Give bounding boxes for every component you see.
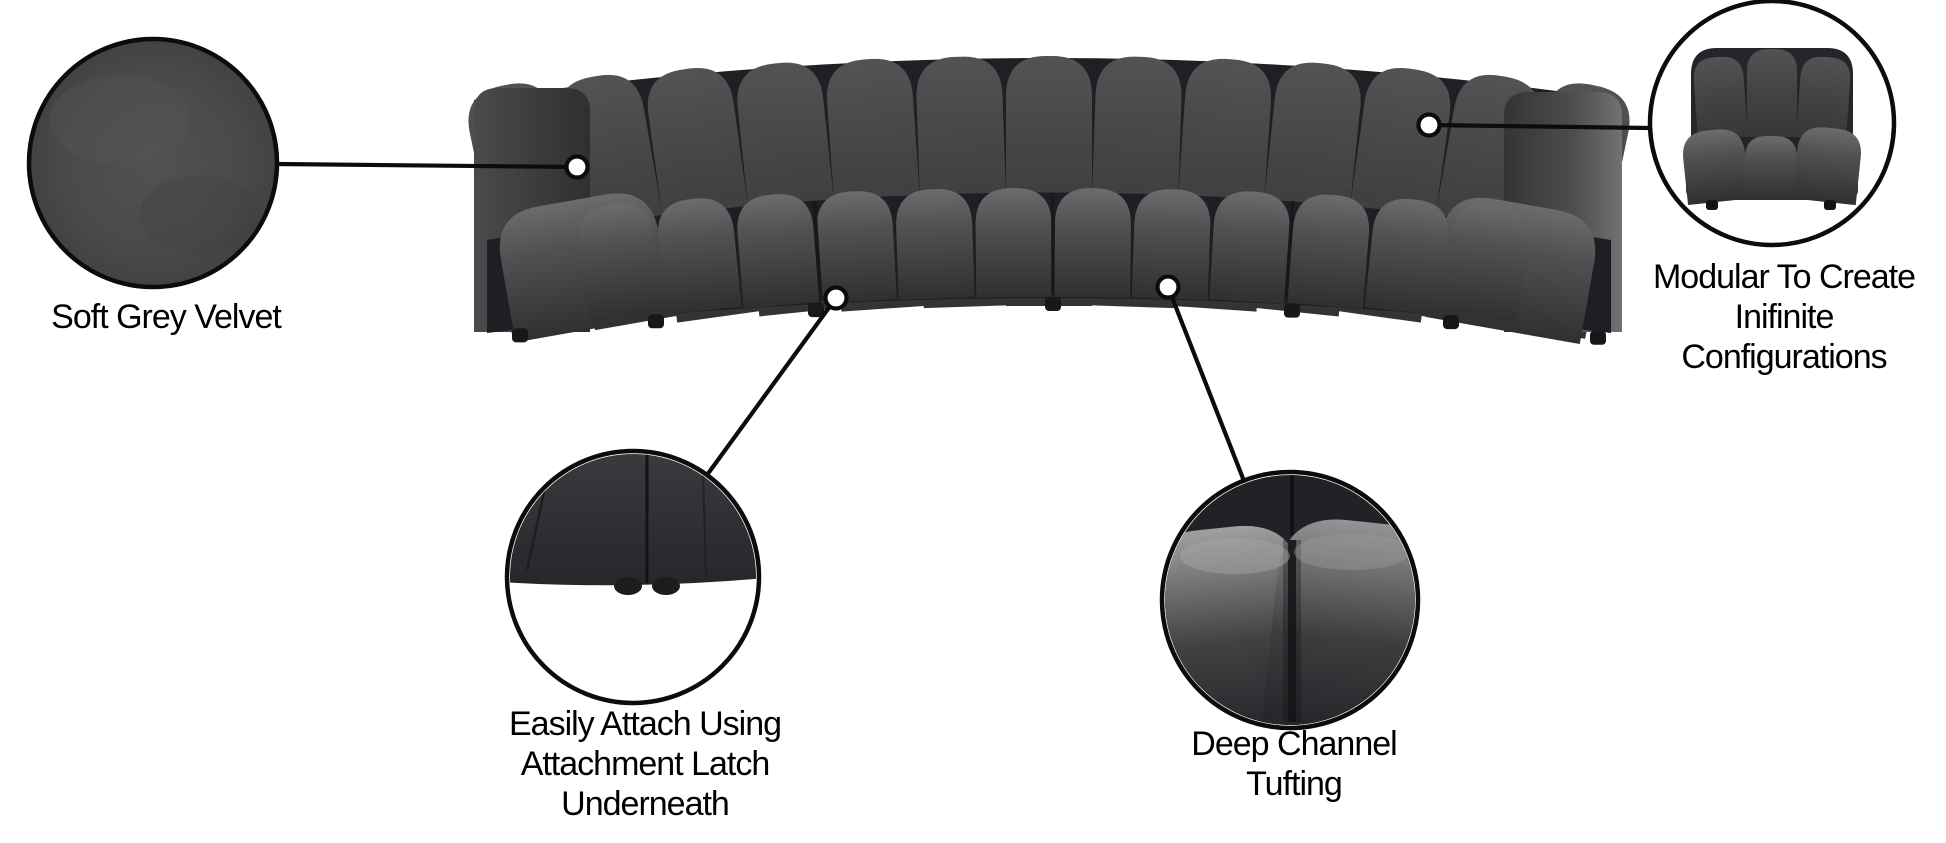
sofa-leg [1045, 297, 1061, 312]
circle-outline [504, 448, 762, 706]
seat-channel [896, 189, 975, 300]
swatch-sheen [50, 75, 190, 165]
callout-circle-latch [504, 448, 762, 706]
swatch-shade [140, 175, 260, 255]
leader-line [1165, 284, 1247, 484]
module-seam [812, 200, 823, 302]
callout-dot [564, 154, 590, 180]
callout-label-tufting: Deep Channel Tufting [1191, 724, 1397, 804]
seat-channel [1053, 188, 1131, 298]
attachment-foot [614, 577, 642, 595]
module-seam [1284, 200, 1295, 302]
cushion-highlight [1294, 534, 1410, 570]
callout-dot [823, 285, 849, 311]
circle-outline [1647, 0, 1897, 248]
velvet-swatch [26, 36, 280, 290]
sofa-leg [1443, 315, 1459, 330]
leader-line [704, 295, 839, 478]
seat-channel [1364, 198, 1449, 316]
sofa-leg [1284, 303, 1300, 318]
chair-leg [1824, 200, 1836, 210]
callout-circle-fabric [26, 36, 280, 290]
sectional-sofa [468, 56, 1630, 345]
seat-channel [975, 188, 1053, 298]
chair-back-channel [1747, 49, 1797, 150]
circle-outline [1159, 469, 1421, 731]
label-line: Easily Attach Using [508, 705, 782, 743]
latch-closeup [510, 454, 756, 595]
sofa-seat [487, 188, 1611, 345]
callout-dots [564, 112, 1442, 311]
label-line: Underneath [561, 785, 730, 823]
seat-channel [737, 194, 820, 309]
label-line: Configurations [1681, 338, 1887, 376]
sofa-legs [512, 297, 1606, 345]
attachment-foot [652, 577, 680, 595]
sofa-leg [512, 328, 528, 343]
sofa-leg [808, 303, 824, 318]
label-line: Inifinite [1734, 298, 1835, 336]
label-line: Modular To Create [1652, 258, 1916, 296]
leader-line [274, 161, 580, 170]
sofa-leg [1590, 330, 1606, 345]
mini-modular-chair [1683, 48, 1861, 210]
callout-label-modular: Modular To Create Inifinite Configuratio… [1652, 257, 1916, 377]
chair-leg [1706, 200, 1718, 210]
seat-channel [1287, 194, 1370, 309]
sofa-leg [648, 314, 664, 329]
callout-label-latch: Easily Attach Using Attachment Latch Und… [508, 704, 782, 824]
callout-label-fabric: Soft Grey Velvet [51, 297, 282, 337]
chair-seat-channel [1792, 127, 1861, 206]
chair-seat-channel [1745, 136, 1797, 200]
callout-circle-modular [1647, 0, 1897, 248]
chair-back-channel [1693, 56, 1749, 154]
label-line: Deep Channel [1191, 725, 1397, 763]
module-underside [510, 454, 756, 586]
leader-lines [274, 122, 1653, 484]
seat-channel [578, 203, 665, 323]
seat-channel [816, 191, 897, 304]
label-line: Attachment Latch [520, 745, 771, 783]
chair-seat-channel [1683, 129, 1750, 205]
label-line: Soft Grey Velvet [51, 298, 282, 336]
velvet-fold [702, 469, 707, 579]
seat-channel [1209, 191, 1290, 304]
seat-channel [657, 198, 742, 315]
label-line: Tufting [1246, 765, 1343, 803]
seat-channel [1131, 189, 1211, 301]
leader-line [1426, 122, 1653, 131]
callout-circle-tufting [1159, 469, 1421, 731]
callout-dot [1155, 274, 1181, 300]
cushion-highlight [1180, 538, 1290, 574]
seat-channel [1442, 204, 1528, 323]
tufting-closeup [1165, 475, 1415, 725]
callout-dot [1416, 112, 1442, 138]
